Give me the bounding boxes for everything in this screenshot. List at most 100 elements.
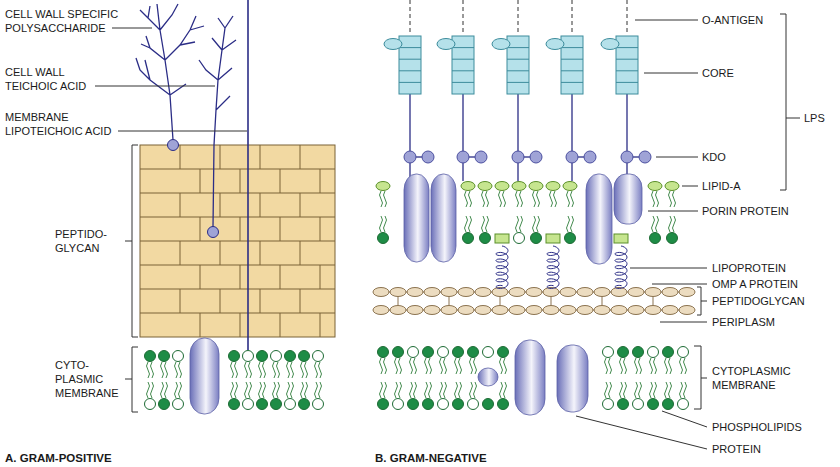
phospholipid-head bbox=[257, 399, 268, 410]
leader-lines bbox=[95, 14, 800, 449]
lipid-tail bbox=[654, 358, 657, 374]
lipid-tail bbox=[440, 382, 443, 398]
lipid-tail bbox=[504, 358, 507, 374]
lipid-tail bbox=[179, 362, 182, 378]
lipid-tail bbox=[571, 216, 574, 232]
peptidoglycan-unit bbox=[526, 306, 542, 315]
brick-joint bbox=[180, 241, 181, 265]
porin-protein bbox=[614, 174, 642, 224]
anchor-ball bbox=[168, 140, 179, 151]
lipid-tail bbox=[277, 382, 280, 398]
brick-joint bbox=[300, 193, 301, 217]
brick-joint bbox=[140, 241, 335, 242]
phospholipid-head bbox=[663, 399, 674, 410]
kdo-sugar bbox=[422, 151, 434, 163]
lipid-tail bbox=[414, 358, 417, 374]
peptide-crosslink bbox=[398, 296, 399, 306]
kdo-sugar bbox=[530, 151, 542, 163]
membrane-protein bbox=[478, 368, 498, 386]
brick-joint bbox=[300, 145, 301, 169]
brick-joint bbox=[220, 241, 221, 265]
core-stripe bbox=[452, 70, 474, 71]
brick-joint bbox=[180, 193, 181, 217]
phospholipid-head bbox=[285, 351, 296, 362]
structure-label: CYTOPLASMIC MEMBRANE bbox=[712, 364, 807, 392]
core-stripe bbox=[616, 59, 638, 60]
peptidoglycan-unit bbox=[662, 306, 678, 315]
lipid-tail bbox=[624, 358, 627, 374]
lipid-tail bbox=[273, 362, 276, 378]
phospholipid-head bbox=[229, 399, 240, 410]
phospholipid-head bbox=[648, 347, 659, 358]
peptidoglycan-unit bbox=[628, 306, 644, 315]
lipid-a-head bbox=[376, 182, 390, 191]
phospholipid-head bbox=[229, 351, 240, 362]
phospholipid-head bbox=[313, 399, 324, 410]
o-antigen-chain bbox=[463, 0, 464, 34]
lipid-a-head bbox=[665, 182, 679, 191]
lipid-tail bbox=[287, 382, 290, 398]
phospholipid-head bbox=[243, 399, 254, 410]
lipid-tail bbox=[414, 382, 417, 398]
core-stripe bbox=[399, 70, 421, 71]
kdo-sugar bbox=[457, 151, 469, 163]
lipid-tail bbox=[465, 216, 468, 232]
lipid-tail bbox=[680, 382, 683, 398]
peptidoglycan-unit bbox=[458, 306, 474, 315]
lipid-a-head bbox=[512, 182, 526, 191]
lipid-tail bbox=[459, 382, 462, 398]
gram-positive-figure bbox=[136, 0, 335, 414]
phospholipid-head bbox=[173, 399, 184, 410]
lipid-tail bbox=[669, 216, 672, 232]
brick-joint bbox=[300, 241, 301, 265]
brick-joint bbox=[140, 265, 335, 266]
bracket bbox=[125, 347, 138, 412]
lipid-tail bbox=[520, 191, 523, 207]
lipid-tail bbox=[249, 362, 252, 378]
lipid-tail bbox=[665, 358, 668, 374]
lipid-tail bbox=[259, 382, 262, 398]
lipid-a-head bbox=[546, 182, 560, 191]
lipid-tail bbox=[384, 358, 387, 374]
brick-joint bbox=[140, 217, 335, 218]
lipid-a-head bbox=[495, 182, 509, 191]
lipid-tail bbox=[399, 358, 402, 374]
phospholipid-head bbox=[618, 399, 629, 410]
core-stripe bbox=[507, 59, 529, 60]
leader-line bbox=[630, 268, 707, 269]
teichoic-acid bbox=[199, 16, 236, 227]
phospholipid-head bbox=[408, 347, 419, 358]
peptidoglycan-unit bbox=[424, 288, 440, 297]
lipid-tail bbox=[165, 382, 168, 398]
leader-line bbox=[95, 86, 215, 87]
structure-label: PORIN PROTEIN bbox=[702, 204, 789, 218]
lipid-tail bbox=[263, 362, 266, 378]
phospholipid-head bbox=[678, 347, 689, 358]
bracket bbox=[125, 145, 138, 337]
peptidoglycan-unit bbox=[577, 288, 593, 297]
brick-joint bbox=[140, 289, 335, 290]
phospholipid-head bbox=[313, 351, 324, 362]
lipid-tail bbox=[245, 382, 248, 398]
lipid-tail bbox=[175, 362, 178, 378]
peptidoglycan-unit bbox=[390, 288, 406, 297]
lipid-tail bbox=[231, 382, 234, 398]
peptidoglycan-unit bbox=[407, 288, 423, 297]
brick-joint bbox=[180, 145, 181, 169]
lipid-tail bbox=[179, 382, 182, 398]
structure-label: LIPID-A bbox=[702, 179, 741, 193]
peptidoglycan-unit bbox=[441, 288, 457, 297]
peptidoglycan-unit bbox=[441, 306, 457, 315]
membrane-protein bbox=[515, 340, 545, 415]
structure-label: CELL WALL TEICHOIC ACID bbox=[5, 65, 105, 93]
lipid-tail bbox=[533, 216, 536, 232]
lipoprotein-anchor bbox=[614, 234, 628, 243]
phospholipid-head bbox=[480, 233, 491, 244]
lipid-tail bbox=[684, 382, 687, 398]
lipid-tail bbox=[567, 216, 570, 232]
lipid-tail bbox=[665, 382, 668, 398]
lipid-tail bbox=[486, 216, 489, 232]
core-stripe bbox=[616, 47, 638, 48]
lipid-tail bbox=[650, 382, 653, 398]
lipid-tail bbox=[440, 358, 443, 374]
